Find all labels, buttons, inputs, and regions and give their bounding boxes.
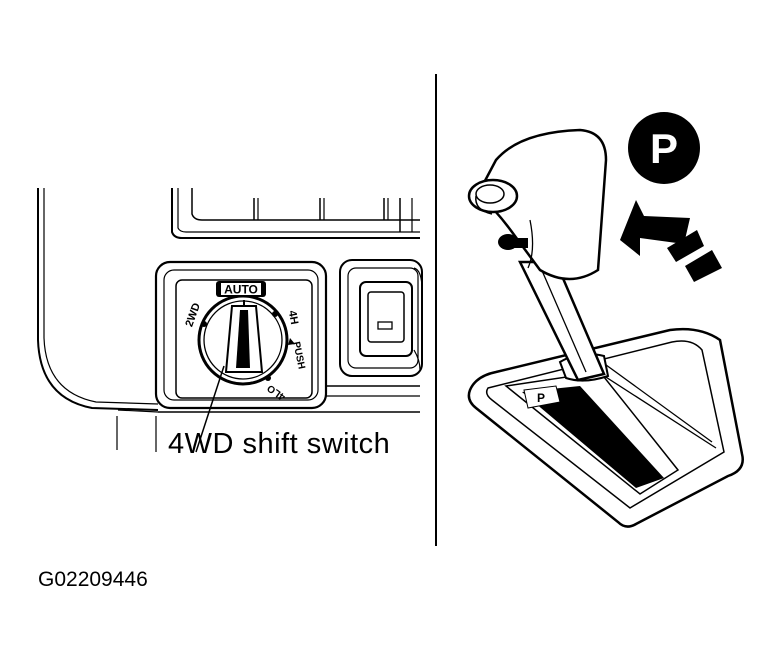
position-dot-4lo: [265, 375, 271, 381]
position-dot-2wd: [201, 321, 207, 327]
push-arrow-icon: [288, 338, 295, 345]
callout-label: 4WD shift switch: [168, 428, 391, 460]
gate-p-letter: P: [537, 391, 545, 405]
park-badge-letter: P: [650, 125, 678, 172]
dashboard-panel: [37, 188, 423, 452]
four-lo-label: 4LO: [265, 382, 287, 402]
shift-lever: [467, 128, 610, 382]
auto-position-label: AUTO: [216, 281, 266, 297]
push-direction-arrow-icon: [620, 200, 722, 282]
shift-gate: P: [467, 327, 744, 528]
position-dot-4h: [272, 311, 278, 317]
park-badge: P: [628, 112, 700, 184]
figure-id: G02209446: [38, 568, 148, 591]
push-label: PUSH: [290, 341, 307, 370]
two-wd-label: 2WD: [183, 301, 203, 328]
four-h-label: 4H: [286, 310, 300, 326]
four-wd-knob: [197, 294, 289, 386]
auto-label-text: AUTO: [224, 283, 258, 297]
callout-leader-line: [195, 365, 225, 453]
